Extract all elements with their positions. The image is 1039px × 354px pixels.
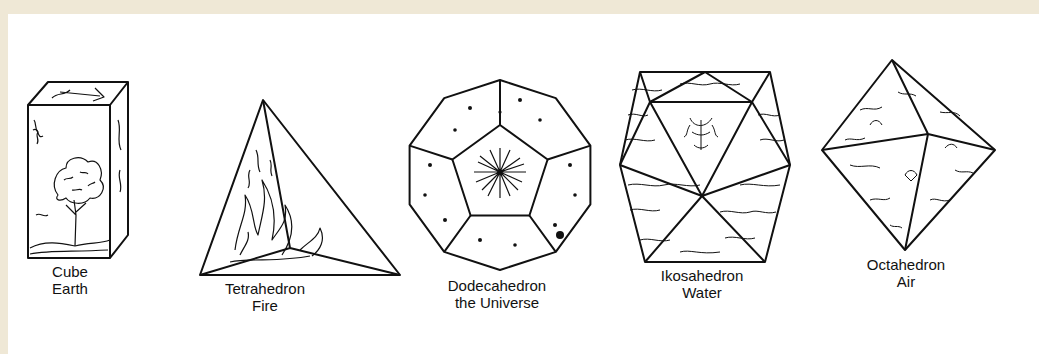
dodecahedron-figure xyxy=(410,80,591,270)
cube-figure xyxy=(28,82,128,258)
solid-caption: Octahedron Air xyxy=(860,256,952,291)
solid-label: Ikosahedron Water xyxy=(652,267,752,302)
solid-label: Cube Earth xyxy=(40,263,100,298)
solid-label: Dodecahedron the Universe xyxy=(438,277,556,312)
solid-label: Octahedron Air xyxy=(860,256,952,291)
icosahedron-figure xyxy=(620,72,790,262)
solid-caption: Tetrahedron Fire xyxy=(215,280,315,315)
solid-caption: Cube Earth xyxy=(40,263,100,298)
solid-label: Tetrahedron Fire xyxy=(215,280,315,315)
solid-caption: Dodecahedron the Universe xyxy=(438,277,556,312)
octahedron-figure xyxy=(822,60,995,250)
tetrahedron-figure xyxy=(200,100,400,275)
solid-caption: Ikosahedron Water xyxy=(652,267,752,302)
